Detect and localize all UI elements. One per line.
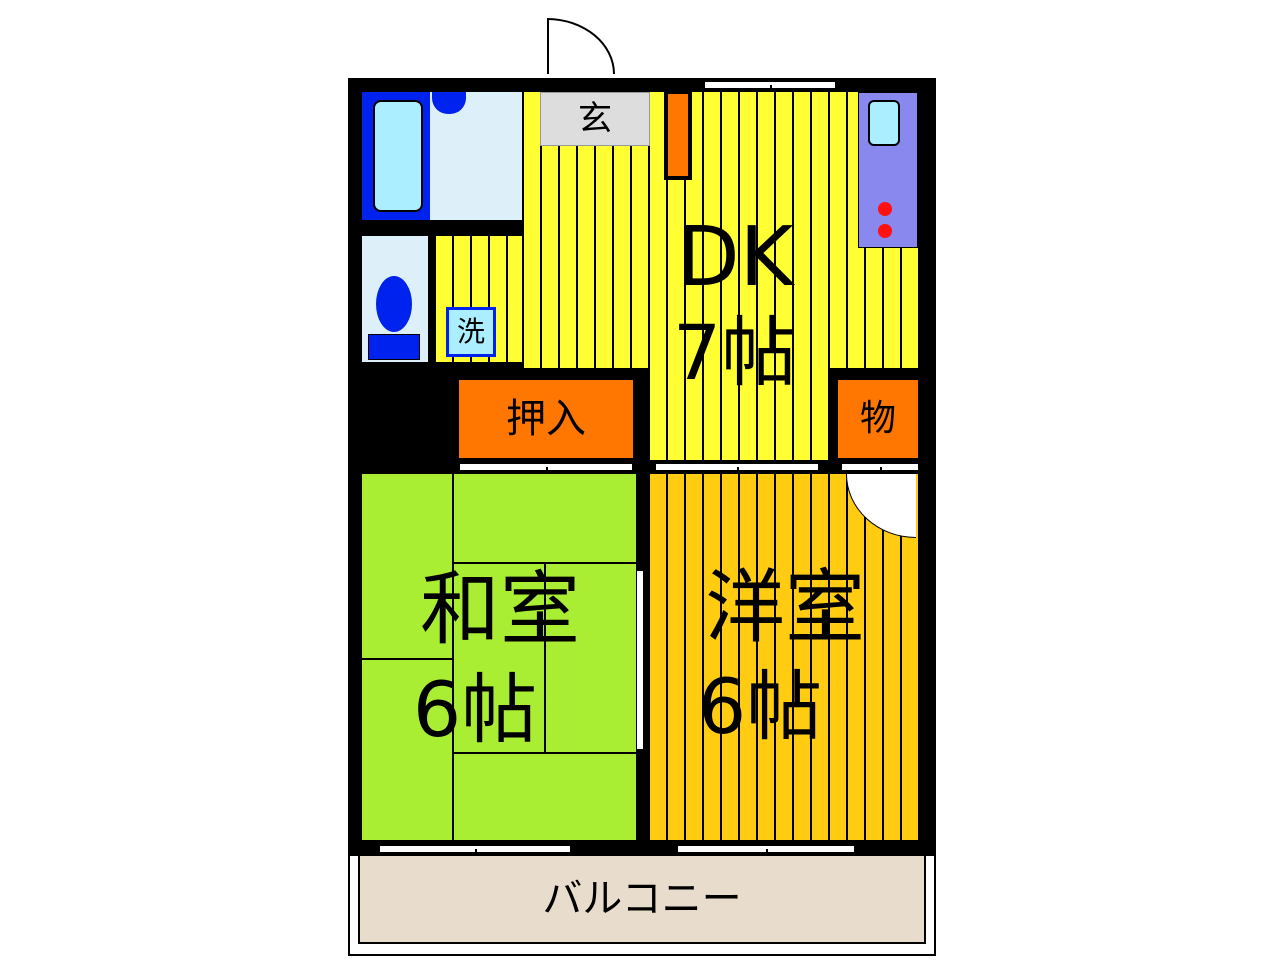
western-room-size: 6帖	[697, 662, 823, 751]
window	[705, 80, 835, 90]
western-room	[648, 474, 920, 840]
shoe-cabinet	[664, 90, 692, 180]
dk-size-label: 7帖	[672, 307, 798, 397]
closet: 押入	[459, 380, 633, 458]
tatami-line	[544, 562, 546, 752]
dining-kitchen-lower	[648, 362, 830, 460]
window	[842, 462, 918, 472]
stove-burner-icon	[878, 224, 892, 238]
window	[656, 462, 818, 472]
tatami-line	[452, 752, 636, 754]
japanese-room-name: 和室	[420, 563, 580, 656]
western-room-name: 洋室	[705, 560, 865, 654]
balcony: バルコニー	[358, 856, 926, 944]
tatami-line	[452, 474, 454, 840]
storage: 物	[838, 380, 918, 458]
dk-name-label: DK	[676, 210, 794, 305]
washer-box: 洗	[446, 307, 496, 357]
bathtub-icon	[373, 100, 423, 212]
entrance-label: 玄	[578, 99, 612, 139]
washer-label: 洗	[456, 315, 485, 348]
balcony-label: バルコニー	[542, 876, 742, 922]
closet-label: 押入	[506, 396, 586, 442]
entrance-door	[547, 18, 615, 74]
window	[460, 462, 632, 472]
window	[380, 844, 570, 854]
japanese-room-size: 6帖	[412, 665, 538, 754]
stove-burner-icon	[878, 202, 892, 216]
entrance: 玄	[540, 92, 650, 146]
toilet-icon	[376, 276, 412, 332]
kitchen-sink-icon	[868, 100, 900, 146]
sliding-door	[636, 570, 644, 750]
window	[678, 844, 854, 854]
sink-icon	[432, 92, 466, 114]
tatami-line	[362, 658, 452, 660]
toilet-tank-icon	[368, 334, 420, 360]
storage-label: 物	[859, 398, 896, 439]
japanese-room	[362, 474, 636, 840]
